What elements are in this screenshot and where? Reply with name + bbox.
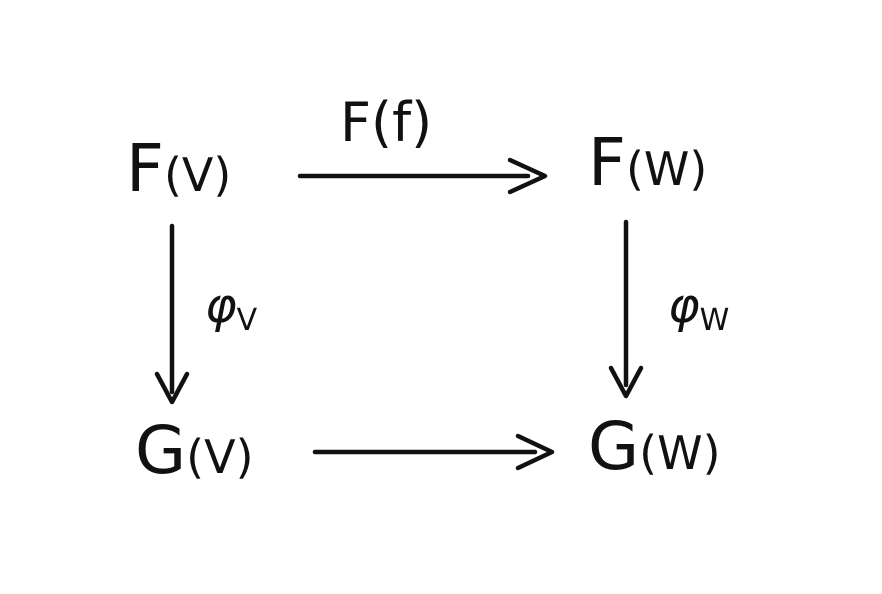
arrow-left-label-subscript: V — [236, 303, 258, 338]
arrow-left-label: φV — [205, 282, 257, 336]
node-top-left-argument: (V) — [163, 148, 232, 202]
node-top-left: F(V) — [126, 136, 231, 202]
node-bottom-right-argument: (W) — [639, 426, 721, 480]
node-top-right: F(W) — [588, 130, 707, 196]
arrow-right-label-subscript: W — [699, 303, 730, 338]
arrow-right-label-symbol: φ — [668, 278, 700, 334]
node-bottom-left-argument: (V) — [186, 430, 254, 484]
node-top-right-functor: F — [588, 124, 626, 201]
node-bottom-left-functor: G — [135, 412, 187, 489]
arrow-bottom — [312, 433, 555, 471]
arrow-top — [297, 157, 548, 195]
node-bottom-right-functor: G — [588, 408, 640, 485]
arrow-right — [608, 219, 644, 399]
node-top-right-argument: (W) — [625, 142, 708, 196]
arrow-left-label-symbol: φ — [205, 278, 237, 334]
node-bottom-left: G(V) — [135, 418, 254, 484]
arrow-top-label: F(f) — [340, 91, 433, 154]
node-top-left-functor: F — [126, 130, 164, 207]
arrow-right-label: φW — [668, 282, 729, 336]
node-bottom-right: G(W) — [588, 414, 721, 480]
arrow-left — [154, 223, 190, 405]
